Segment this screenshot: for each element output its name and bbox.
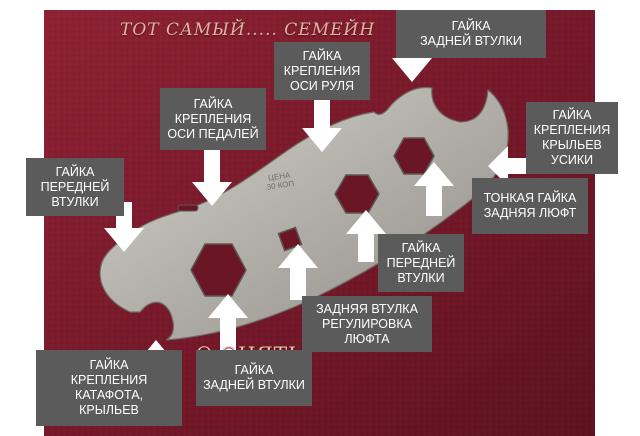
arrow-icon bbox=[414, 162, 454, 216]
label-rear-hub-nut-top: ГАЙКА ЗАДНЕЙ ВТУЛКИ bbox=[396, 10, 546, 58]
label-pedal-axle-nut: ГАЙКА КРЕПЛЕНИЯ ОСИ ПЕДАЛЕЙ bbox=[160, 88, 266, 150]
square-hole bbox=[277, 226, 303, 252]
price-stamp: ЦЕНА 30 КОП bbox=[265, 170, 295, 192]
arrow-icon bbox=[346, 210, 386, 262]
label-reflector-fender-nut: ГАЙКА КРЕПЛЕНИЯ КАТАФОТА, КРЫЛЬЕВ bbox=[36, 350, 182, 426]
arrow-icon bbox=[208, 294, 248, 350]
arrow-icon bbox=[104, 202, 144, 252]
book-right-edge bbox=[595, 10, 640, 436]
label-rear-hub-play: ЗАДНЯЯ ВТУЛКА РЕГУЛИРОВКА ЛЮФТА bbox=[302, 296, 432, 352]
hex-hole-large bbox=[190, 243, 247, 297]
arrow-icon bbox=[302, 100, 342, 152]
arrow-icon bbox=[488, 146, 530, 186]
label-front-hub-nut-center: ГАЙКА ПЕРЕДНЕЙ ВТУЛКИ bbox=[378, 234, 464, 292]
label-fender-stay-nut: ГАЙКА КРЕПЛЕНИЯ КРЫЛЬЕВ УСИКИ bbox=[526, 102, 618, 174]
book-title-text: ТОТ САМЫЙ..... СЕМЕЙН bbox=[120, 20, 376, 40]
label-front-hub-nut-left: ГАЙКА ПЕРЕДНЕЙ ВТУЛКИ bbox=[26, 158, 124, 216]
pointer-arrows bbox=[104, 28, 530, 390]
label-rear-hub-nut-bottom: ГАЙКА ЗАДНЕЙ ВТУЛКИ bbox=[196, 350, 312, 406]
bicycle-wrench bbox=[99, 86, 509, 341]
label-thin-rear-nut: ТОНКАЯ ГАЙКА ЗАДНЯЯ ЛЮФТ bbox=[472, 178, 588, 234]
arrow-icon bbox=[278, 244, 318, 300]
label-handlebar-axle-nut: ГАЙКА КРЕПЛЕНИЯ ОСИ РУЛЯ bbox=[274, 42, 370, 100]
arrow-icon bbox=[192, 150, 232, 206]
